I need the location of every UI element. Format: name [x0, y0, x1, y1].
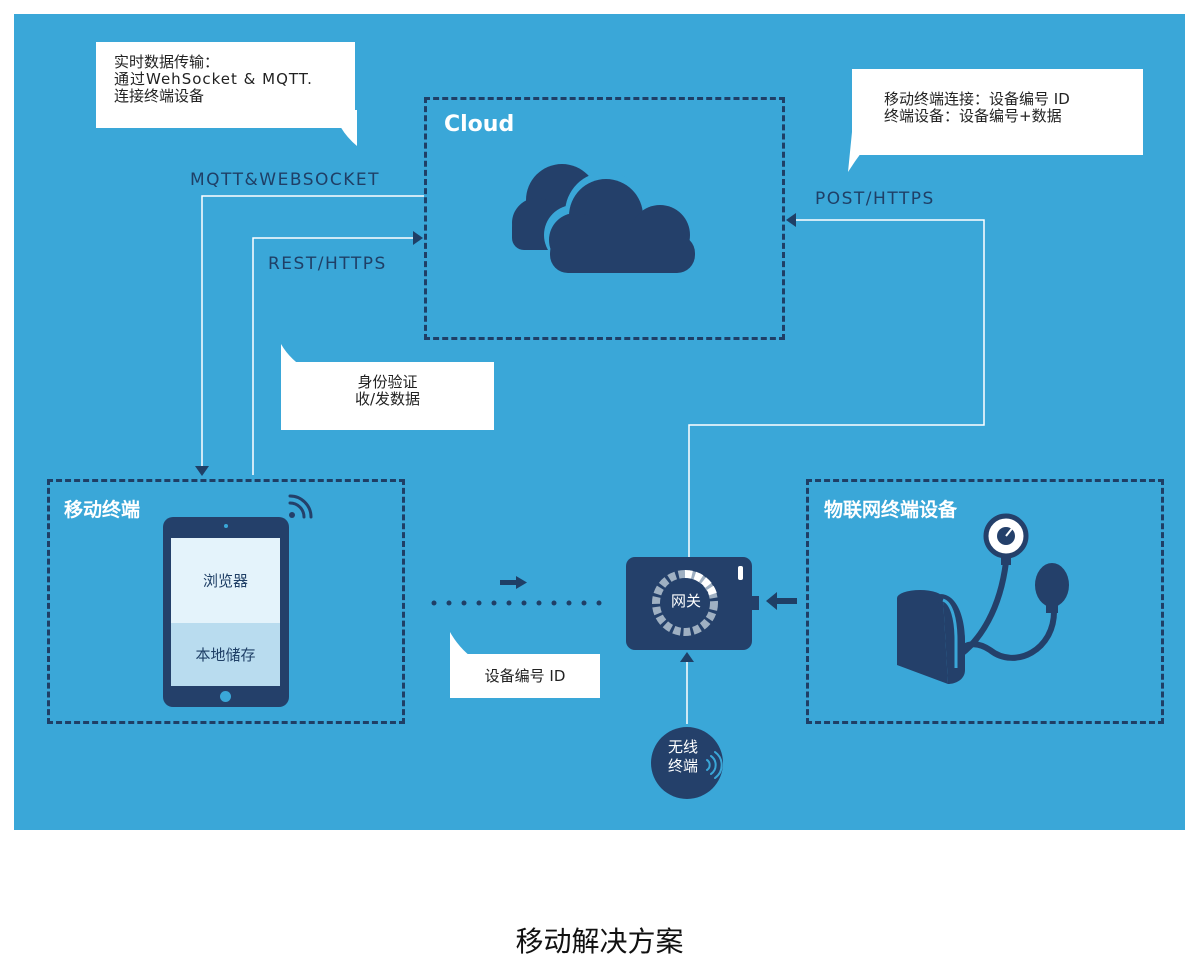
wifi-icon: [288, 494, 313, 519]
wireless-arrow: [680, 652, 694, 662]
bubble-realtime: 实时数据传输： 通过WehSocket & MQTT. 连接终端设备: [96, 42, 355, 128]
caption: 移动解决方案: [515, 925, 684, 958]
iot-to-gateway-arrow: [766, 592, 777, 610]
post-line: [688, 219, 985, 557]
mobile-title: 移动终端: [64, 499, 141, 521]
wireless-icon: [651, 727, 723, 799]
mqtt-arrow: [195, 466, 209, 476]
post-label: POST/HTTPS: [815, 189, 935, 209]
mqtt-label: MQTT&WEBSOCKET: [190, 170, 381, 190]
cloud-box: [424, 97, 785, 340]
bubble-cloud-note: 移动终端连接：设备编号 ID 终端设备：设备编号+数据: [852, 69, 1143, 155]
tablet-camera: [224, 524, 228, 528]
gateway-icon: [626, 557, 759, 650]
bubble-auth: 身份验证 收/发数据: [281, 362, 494, 430]
gateway-label: 网关: [670, 592, 701, 610]
mqtt-line: [201, 195, 424, 468]
wireless-label: 无线 终端: [667, 738, 698, 775]
iot-title: 物联网终端设备: [824, 499, 958, 521]
browser-label: 浏览器: [171, 538, 280, 623]
blood-pressure-monitor-icon: [897, 513, 1069, 684]
rest-line: [252, 237, 414, 475]
cloud-title: Cloud: [444, 112, 515, 137]
bubble-device-id: 设备编号 ID: [450, 654, 600, 698]
mobile-box: [47, 479, 405, 724]
dotted-link-arrow: [516, 576, 527, 589]
dotted-link: [431, 600, 602, 606]
rest-arrow: [413, 231, 423, 245]
tablet-home-button: [220, 691, 231, 702]
iot-box: [806, 479, 1164, 724]
post-arrow: [786, 213, 796, 227]
storage-label: 本地储存: [171, 623, 280, 686]
rest-label: REST/HTTPS: [268, 254, 387, 274]
